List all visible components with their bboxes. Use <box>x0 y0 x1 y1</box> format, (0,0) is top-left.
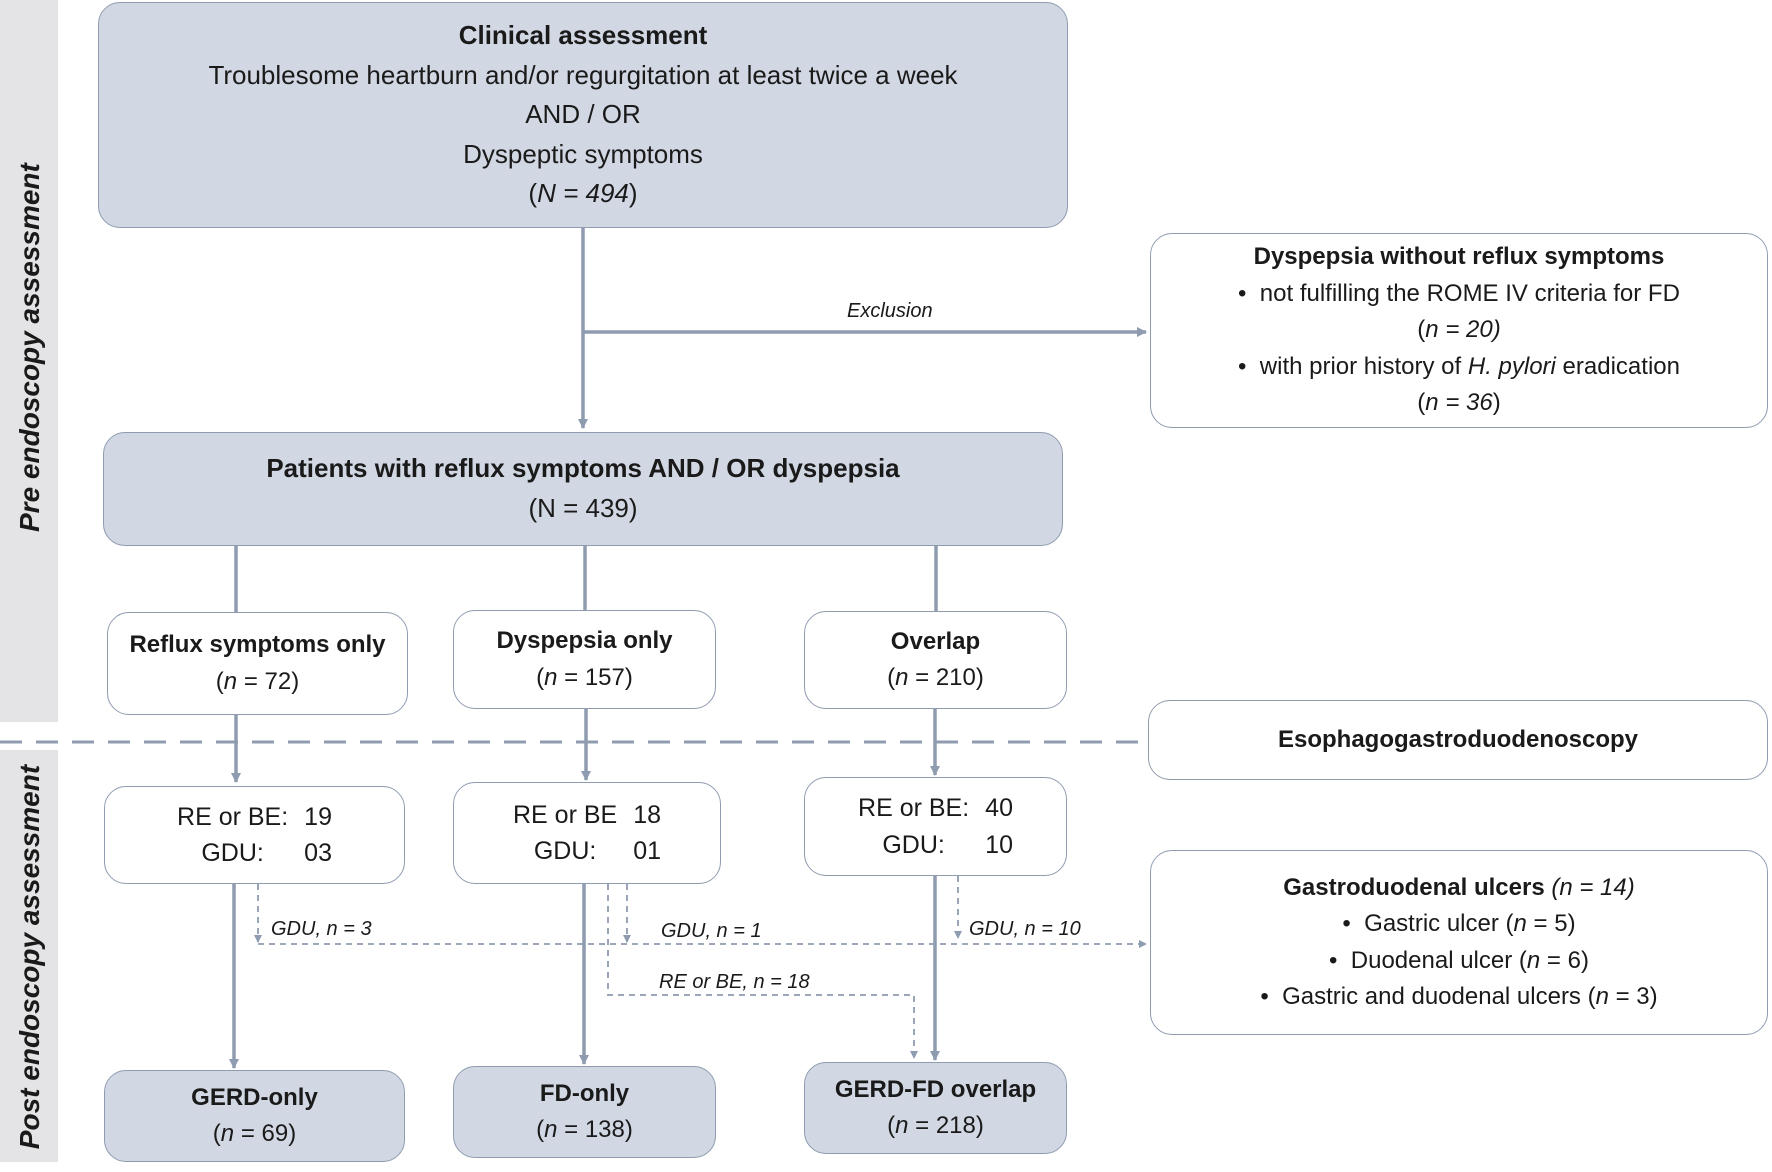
rebe-edge-label: RE or BE, n = 18 <box>659 971 810 993</box>
exclusion-title: Dyspepsia without reflux symptoms <box>1253 243 1665 271</box>
finding-value: 01 <box>633 837 661 865</box>
egd-label: Esophagogastroduodenoscopy <box>1277 725 1639 753</box>
ulcers-box: Gastroduodenal ulcers (n = 14) • Gastric… <box>1150 850 1768 1035</box>
outcome-gerd-fd-overlap: GERD-FD overlap (n = 218) <box>804 1062 1067 1154</box>
finding-label: RE or BE: <box>177 802 289 831</box>
finding-value: 40 <box>985 794 1013 823</box>
egd-box: Esophagogastroduodenoscopy <box>1148 700 1768 780</box>
finding-label: GDU: <box>533 837 597 865</box>
finding-label: GDU: <box>882 830 945 859</box>
outcome-count: (n = 138) <box>536 1116 633 1143</box>
clinical-assessment-box: Clinical assessment Troublesome heartbur… <box>98 2 1068 228</box>
ulcers-title: Gastroduodenal ulcers (n = 14) <box>1283 873 1635 901</box>
clinical-title: Clinical assessment <box>458 20 708 51</box>
ulcer-item: • Gastric ulcer (n = 5) <box>1342 910 1576 938</box>
exclusion-edge-label: Exclusion <box>847 300 933 322</box>
group-overlap: Overlap (n = 210) <box>804 611 1067 709</box>
ulcer-item: • Gastric and duodenal ulcers (n = 3) <box>1260 982 1658 1010</box>
ulcer-item: • Duodenal ulcer (n = 6) <box>1329 946 1589 974</box>
rebe-path <box>607 884 918 1059</box>
findings-overlap: RE or BE: 40 GDU: 10 <box>804 777 1067 876</box>
group-dyspepsia-only: Dyspepsia only (n = 157) <box>453 610 716 709</box>
outcome-gerd-only: GERD-only (n = 69) <box>104 1070 405 1162</box>
group-reflux-only: Reflux symptoms only (n = 72) <box>107 612 408 715</box>
clinical-criteria-1: Troublesome heartburn and/or regurgitati… <box>208 59 958 90</box>
gdu-edge-label-3: GDU, n = 10 <box>969 918 1081 940</box>
clinical-count: (N = 494) <box>528 178 638 209</box>
gdu-edge-label-1: GDU, n = 3 <box>271 918 372 940</box>
clinical-criteria-2: Dyspeptic symptoms <box>463 138 703 169</box>
group-title: Reflux symptoms only <box>129 631 386 659</box>
finding-value: 19 <box>304 802 332 831</box>
exclusion-bullet-2-count: (n = 36) <box>1417 389 1501 417</box>
findings-reflux-only: RE or BE: 19 GDU: 03 <box>104 786 405 884</box>
finding-label: RE or BE: <box>858 794 970 823</box>
outcome-count: (n = 218) <box>887 1112 984 1139</box>
outcome-title: GERD-only <box>191 1083 318 1111</box>
finding-value: 18 <box>633 800 661 829</box>
outcome-title: GERD-FD overlap <box>834 1075 1037 1103</box>
patients-box: Patients with reflux symptoms AND / OR d… <box>103 432 1063 546</box>
pre-endoscopy-band <box>0 0 58 722</box>
group-count: (n = 210) <box>887 664 984 691</box>
findings-dyspepsia-only: RE or BE 18 GDU: 01 <box>453 782 721 884</box>
patients-title: Patients with reflux symptoms AND / OR d… <box>266 453 900 484</box>
group-count: (n = 72) <box>215 667 300 695</box>
finding-label: GDU: <box>201 839 264 867</box>
finding-label: RE or BE <box>512 800 618 829</box>
group-count: (n = 157) <box>536 663 633 691</box>
post-endoscopy-band <box>0 750 58 1162</box>
exclusion-bullet-2: • with prior history of H. pylori eradic… <box>1238 352 1680 380</box>
patients-count: (N = 439) <box>528 493 638 523</box>
gdu-edge-label-2: GDU, n = 1 <box>661 920 762 942</box>
outcome-count: (n = 69) <box>212 1120 297 1147</box>
exclusion-bullet-1-count: (n = 20) <box>1417 316 1501 344</box>
group-title: Dyspepsia only <box>496 627 673 655</box>
clinical-and-or: AND / OR <box>525 99 641 130</box>
exclusion-bullet-1: • not fulfilling the ROME IV criteria fo… <box>1238 279 1680 307</box>
exclusion-box: Dyspepsia without reflux symptoms • not … <box>1150 233 1768 428</box>
group-title: Overlap <box>890 627 981 655</box>
outcome-fd-only: FD-only (n = 138) <box>453 1066 716 1158</box>
outcome-title: FD-only <box>539 1079 630 1107</box>
finding-value: 03 <box>304 839 332 867</box>
finding-value: 10 <box>985 830 1013 859</box>
